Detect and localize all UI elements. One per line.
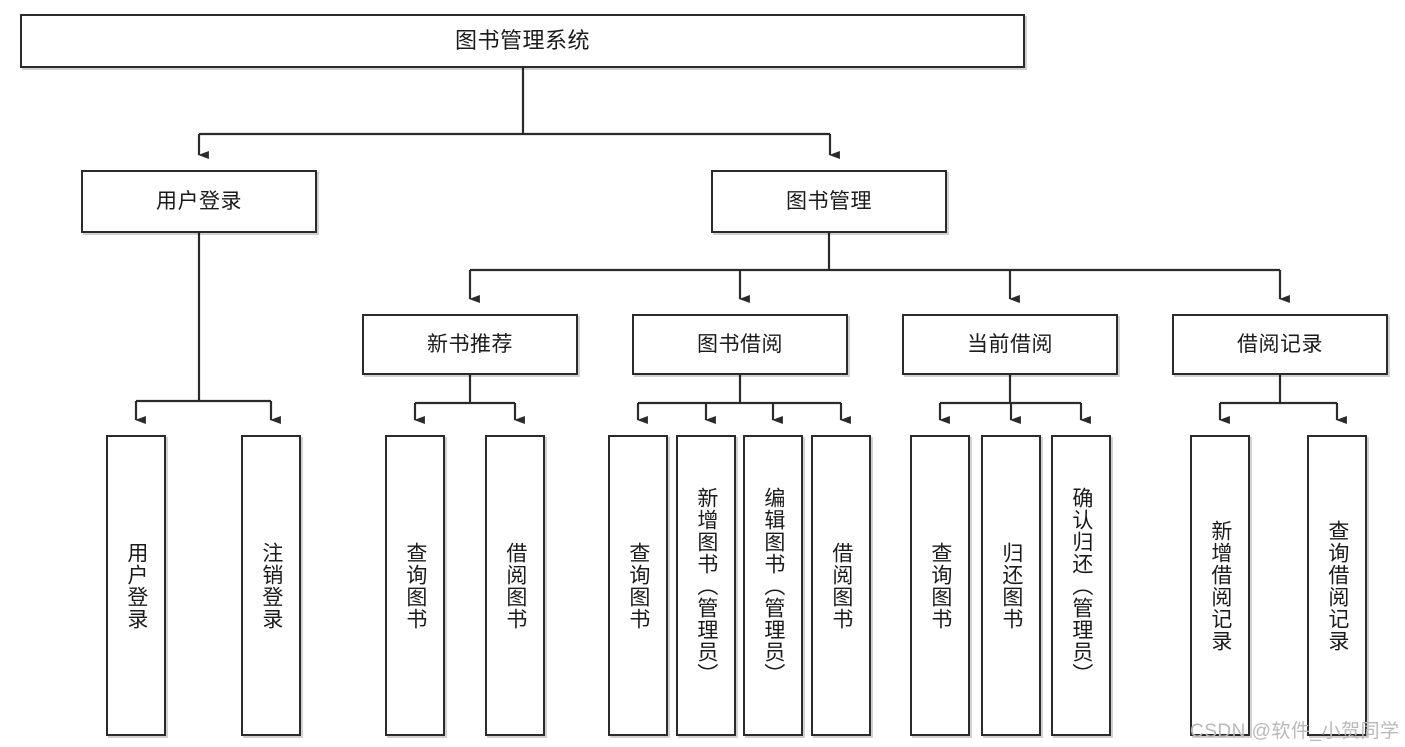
leaf-label: 用户登录 xyxy=(124,541,148,630)
node-new-book-recommend-label: 新书推荐 xyxy=(427,332,513,356)
node-book-borrow-label: 图书借阅 xyxy=(697,332,783,356)
node-current-borrow-label: 当前借阅 xyxy=(967,332,1053,356)
leaf-borrow-book[interactable]: 借阅图书 xyxy=(811,435,871,736)
leaf-label: 查询图书 xyxy=(626,541,650,630)
leaf-query-book-borrow[interactable]: 查询图书 xyxy=(608,435,668,736)
leaf-label: 查询图书 xyxy=(928,541,952,630)
node-borrow-record[interactable]: 借阅记录 xyxy=(1172,314,1388,375)
leaf-logout[interactable]: 注销登录 xyxy=(241,435,301,736)
watermark-text: CSDN @软件_小贺同学 xyxy=(1190,721,1400,742)
leaf-borrow-book-recommend[interactable]: 借阅图书 xyxy=(485,435,545,736)
leaf-query-borrow-record[interactable]: 查询借阅记录 xyxy=(1307,435,1367,736)
leaf-return-book[interactable]: 归还图书 xyxy=(981,435,1041,736)
leaf-confirm-return-admin[interactable]: 确认归还（管理员） xyxy=(1051,435,1111,736)
leaf-edit-book-admin[interactable]: 编辑图书（管理员） xyxy=(743,435,803,736)
node-book-management-label: 图书管理 xyxy=(786,189,872,213)
leaf-label: 借阅图书 xyxy=(829,541,853,630)
leaf-label: 归还图书 xyxy=(999,541,1023,630)
node-root[interactable]: 图书管理系统 xyxy=(20,14,1025,68)
leaf-add-borrow-record[interactable]: 新增借阅记录 xyxy=(1190,435,1250,736)
node-borrow-record-label: 借阅记录 xyxy=(1237,332,1323,356)
leaf-label: 查询借阅记录 xyxy=(1325,519,1349,652)
node-book-borrow[interactable]: 图书借阅 xyxy=(632,314,848,375)
node-current-borrow[interactable]: 当前借阅 xyxy=(902,314,1118,375)
leaf-query-book-current[interactable]: 查询图书 xyxy=(910,435,970,736)
leaf-label: 确认归还（管理员） xyxy=(1069,486,1093,685)
leaf-label: 编辑图书（管理员） xyxy=(761,486,785,685)
node-user-login[interactable]: 用户登录 xyxy=(81,170,317,233)
node-root-label: 图书管理系统 xyxy=(454,27,590,53)
leaf-label: 注销登录 xyxy=(259,541,283,630)
leaf-label: 新增借阅记录 xyxy=(1208,519,1232,652)
node-new-book-recommend[interactable]: 新书推荐 xyxy=(362,314,578,375)
leaf-query-book-recommend[interactable]: 查询图书 xyxy=(385,435,445,736)
leaf-user-login[interactable]: 用户登录 xyxy=(106,435,166,736)
leaf-add-book-admin[interactable]: 新增图书（管理员） xyxy=(676,435,736,736)
node-book-management[interactable]: 图书管理 xyxy=(711,170,947,233)
leaf-label: 新增图书（管理员） xyxy=(694,486,718,685)
leaf-label: 查询图书 xyxy=(403,541,427,630)
leaf-label: 借阅图书 xyxy=(503,541,527,630)
node-user-login-label: 用户登录 xyxy=(156,189,242,213)
